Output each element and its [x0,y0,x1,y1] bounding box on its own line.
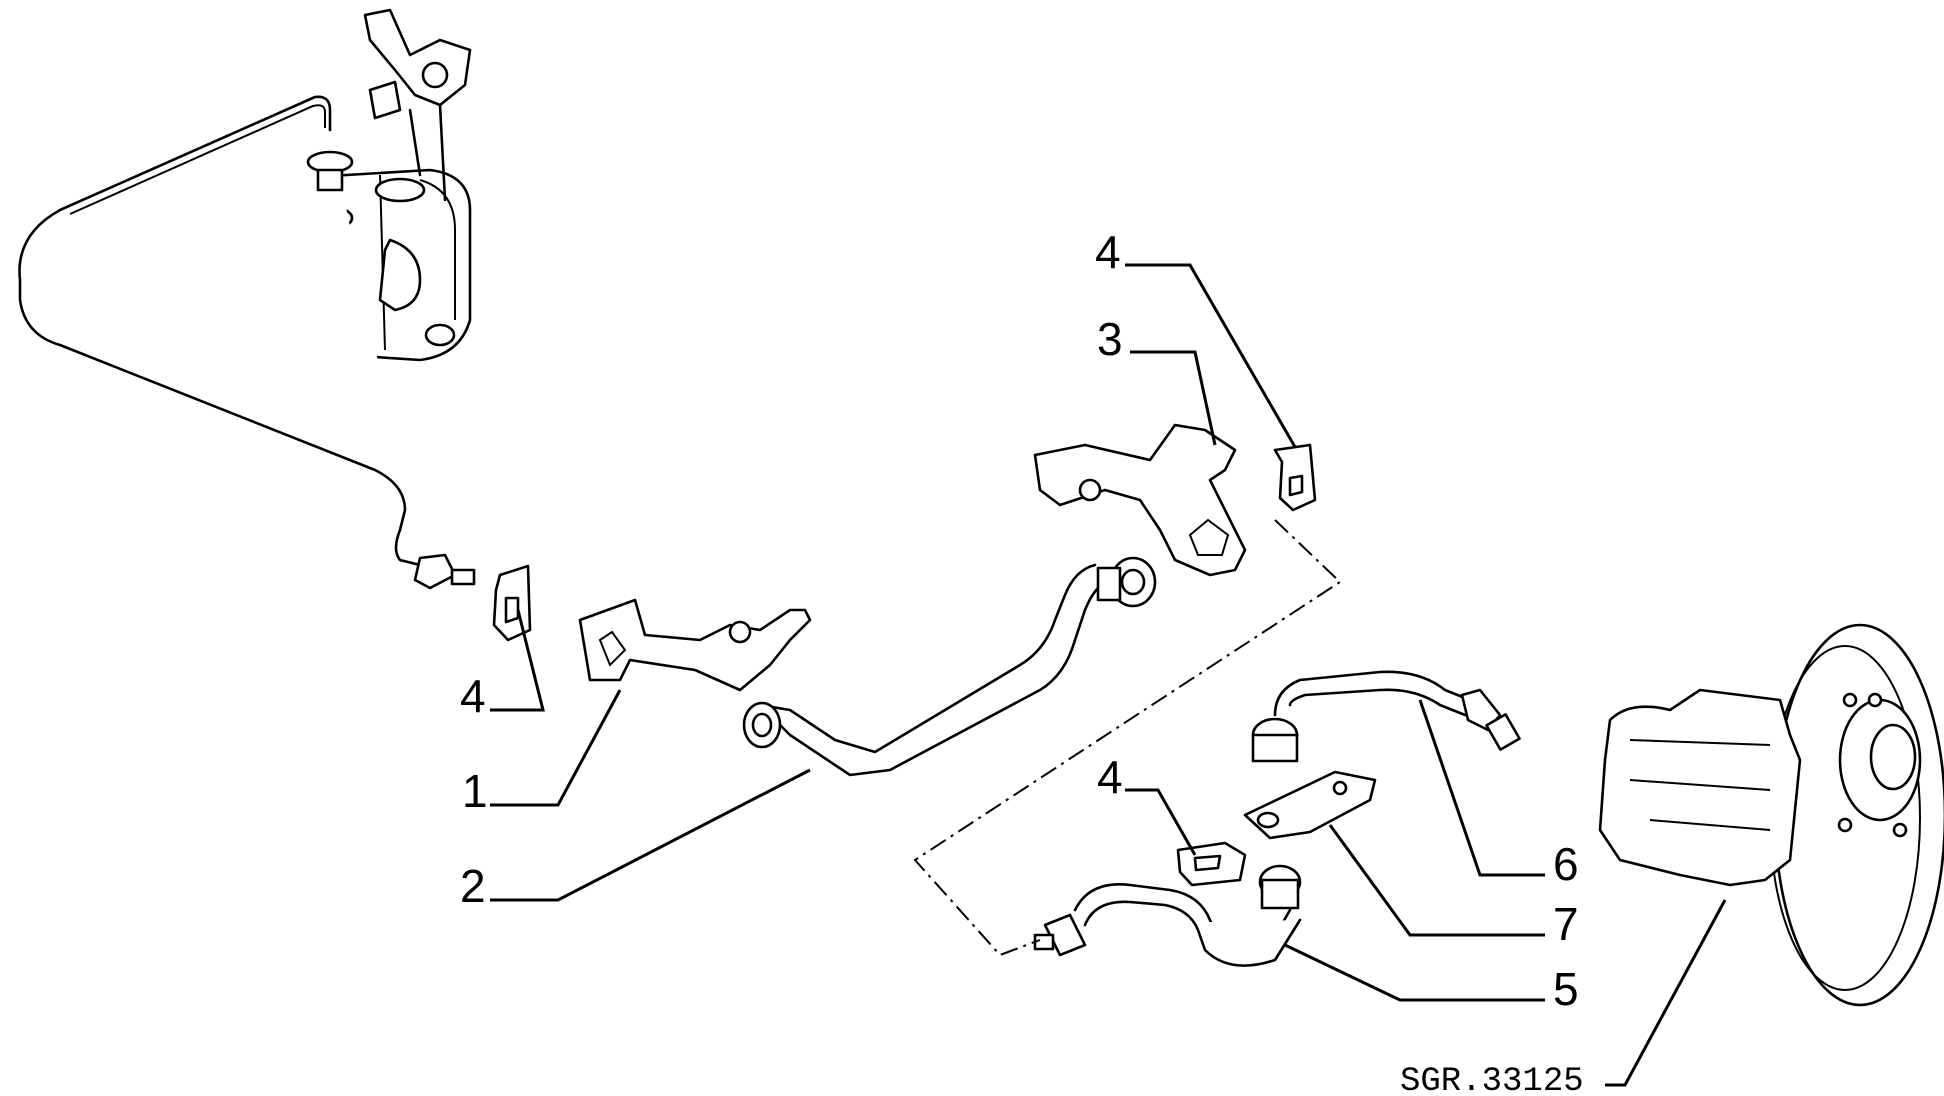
callout-6: 6 [1553,838,1579,890]
callout-5: 5 [1553,963,1579,1015]
brake-disc-assembly [1598,623,1944,1007]
brake-hose-part-5 [1033,864,1302,967]
brake-hose-part-6 [1251,670,1521,763]
reference-code: SGR.33125 [1400,1063,1584,1096]
alignment-line [913,519,1342,957]
leader-lines [490,263,1727,1087]
callout-4-middle: 4 [1097,751,1123,803]
callout-4-top: 4 [1095,226,1121,278]
callout-4-left: 4 [460,670,486,722]
callout-3: 3 [1097,313,1123,365]
brake-pipe-part-2 [742,556,1157,777]
bracket-part-3 [1033,423,1247,577]
clip-part-4b [1273,443,1317,512]
brake-pressure-regulator [18,8,476,590]
clip-part-4c [1176,841,1247,887]
callout-1: 1 [462,765,488,817]
callout-7: 7 [1553,898,1579,950]
callout-2: 2 [460,860,486,912]
bracket-part-1 [578,598,812,692]
clip-part-4a [492,564,532,642]
bracket-part-7 [1243,770,1377,840]
callout-labels: 4 1 2 4 3 4 6 7 5 SGR.33125 [460,226,1584,1096]
